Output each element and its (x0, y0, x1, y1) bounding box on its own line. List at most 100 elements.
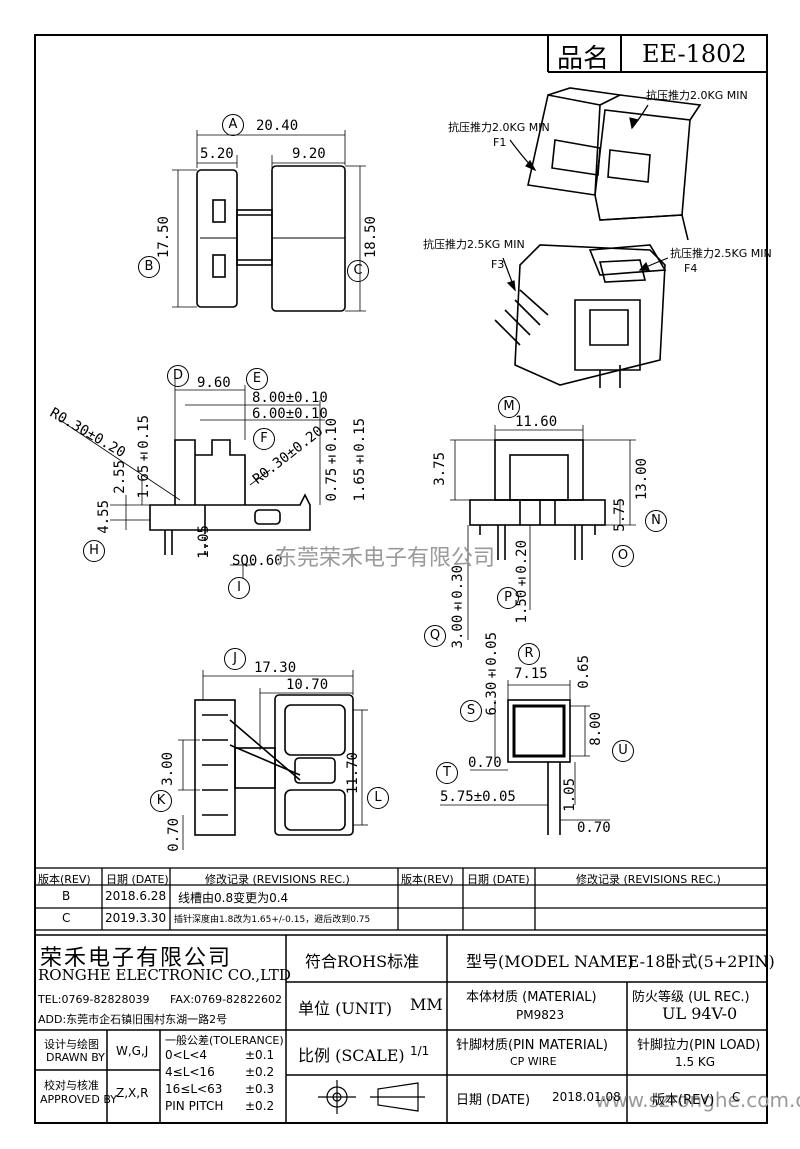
dim-y: 11.70 (345, 752, 361, 795)
tol4-value: ±0.2 (245, 1099, 275, 1113)
callout-e: E (246, 368, 268, 390)
fire-value: UL 94V-0 (662, 1004, 738, 1023)
company-fax: FAX:0769-82822602 (170, 993, 283, 1006)
callout-d: D (167, 365, 189, 387)
callout-s: S (460, 700, 482, 722)
approved-by-label: 校对与核准 (44, 1079, 99, 1092)
dim-t: 3.00±0.30 (450, 565, 466, 649)
dim-ad: 8.00 (588, 712, 604, 746)
scale-label: 比例 (SCALE) (298, 1046, 405, 1065)
dim-s: 5.75 (612, 498, 628, 532)
pin-material-value: CP WIRE (510, 1055, 557, 1068)
dim-ae: 0.70 (468, 755, 502, 771)
pin-detail (507, 699, 571, 835)
callout-r: R (518, 643, 540, 665)
rev-value: C (732, 1090, 741, 1104)
dim-c: 9.20 (292, 146, 326, 162)
drawn-by-en: DRAWN BY (46, 1051, 105, 1064)
material-label: 本体材质 (MATERIAL) (466, 990, 597, 1005)
tol2-value: ±0.2 (245, 1065, 275, 1079)
unit-label: 单位 (UNIT) (298, 999, 393, 1018)
rev-row1-rev: B (62, 889, 71, 903)
callout-a: A (222, 114, 244, 136)
model-value: EE-18卧式(5+2PIN) (616, 952, 775, 971)
dim-d: 17.50 (156, 216, 172, 259)
side-view-dims (59, 375, 325, 578)
company-cn: 荣禾电子有限公司 (40, 946, 233, 971)
dim-l: 2.55 (112, 460, 128, 494)
dim-z: 0.70 (166, 818, 182, 852)
callout-c: C (347, 260, 369, 282)
rev-row1-rec: 线槽由0.8变更为0.4 (178, 891, 289, 905)
pin-detail-dims (440, 680, 610, 821)
rev-header-3: 修改记录 (REVISIONS REC.) (205, 873, 350, 886)
company-addr: ADD:东莞市企石镇旧围村东湖一路2号 (38, 1013, 228, 1026)
drawn-by-value: W,G,J (116, 1044, 149, 1058)
callout-n: N (645, 510, 667, 532)
rohs-label: 符合ROHS标准 (305, 952, 420, 971)
pin-material-label: 针脚材质(PIN MATERIAL) (456, 1038, 608, 1053)
dim-q: 3.75 (432, 452, 448, 486)
dim-ab: 7.15 (514, 666, 548, 682)
rev-header-1: 版本(REV) (38, 873, 91, 886)
pin-load-value: 1.5 KG (675, 1055, 716, 1069)
tol1-range: 0<L<4 (165, 1048, 208, 1062)
tol3-range: 16≤L<63 (165, 1082, 223, 1096)
rev-header-5: 日期 (DATE) (467, 873, 530, 886)
force3-text: 抗压推力2.5KG MIN (423, 238, 525, 251)
dim-ac: 0.65 (576, 655, 592, 689)
dim-k: 1.65±0.15 (352, 418, 368, 502)
bottom-view (194, 694, 354, 836)
front-view (196, 165, 346, 312)
approved-by-en: APPROVED BY (40, 1093, 118, 1106)
projection-symbol (318, 1080, 425, 1114)
force2-text: 抗压推力2.0KG MIN (646, 89, 748, 102)
model-label: 型号(MODEL NAME) (466, 952, 634, 971)
callout-j: J (224, 648, 246, 670)
dim-m: 4.55 (96, 500, 112, 534)
tol2-range: 4≤L<16 (165, 1065, 215, 1079)
model-number: EE-1802 (642, 40, 747, 68)
dim-h: 6.00±0.10 (252, 406, 328, 422)
dim-ah: 0.70 (577, 820, 611, 836)
force4-label: F4 (684, 262, 698, 275)
fire-label: 防火等级 (UL REC.) (632, 990, 750, 1005)
end-view-dims (450, 425, 636, 640)
dim-u: 1.50±0.20 (514, 540, 530, 624)
tol4-range: PIN PITCH (165, 1099, 224, 1113)
rev-row2-rec: 插针深度由1.8改为1.65+/-0.15，避后改到0.75 (174, 915, 371, 925)
tolerance-title: 一般公差(TOLERANCE) (165, 1034, 284, 1047)
callout-h: H (83, 540, 105, 562)
dim-w: 10.70 (286, 677, 329, 693)
callout-f: F (253, 428, 275, 450)
iso-view (494, 87, 702, 388)
rev-header-4: 版本(REV) (401, 873, 454, 886)
unit-value: MM (410, 995, 443, 1014)
dim-n: 1.05 (196, 525, 212, 559)
tol3-value: ±0.3 (245, 1082, 275, 1096)
material-value: PM9823 (516, 1008, 565, 1022)
dim-x: 3.00 (160, 752, 176, 786)
dim-i: 1.65±0.15 (136, 415, 152, 499)
dim-e: 18.50 (363, 216, 379, 259)
dim-o: SQ0.60 (232, 553, 283, 569)
rev-row2-date: 2019.3.30 (105, 911, 167, 925)
scale-value: 1/1 (410, 1044, 430, 1058)
force1-text: 抗压推力2.0KG MIN (448, 121, 550, 134)
front-view-dims (172, 130, 366, 312)
callout-i: I (228, 577, 250, 599)
rev-label: 版本(REV) (652, 1093, 715, 1108)
drawn-by-label: 设计与绘图 (44, 1038, 99, 1051)
callout-k: K (150, 790, 172, 812)
dim-af: 5.75±0.05 (440, 789, 516, 805)
rev-header-6: 修改记录 (REVISIONS REC.) (576, 873, 721, 886)
callout-t: T (436, 762, 458, 784)
dim-f: 9.60 (197, 375, 231, 391)
approved-by-value: Z,X,R (116, 1086, 149, 1100)
side-view (149, 439, 311, 555)
callout-p: P (497, 587, 519, 609)
dim-b: 5.20 (200, 146, 234, 162)
dim-ag: 1.05 (562, 778, 578, 812)
